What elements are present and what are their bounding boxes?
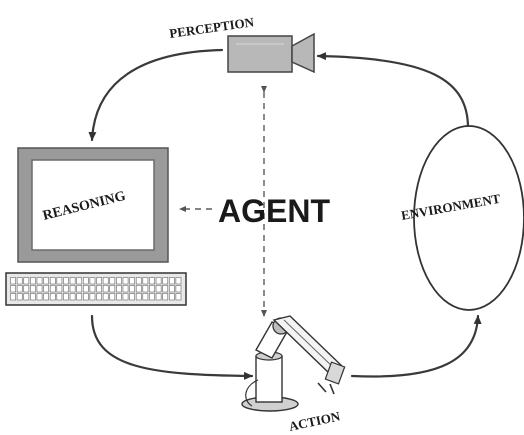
keyboard-key <box>135 277 142 285</box>
keyboard-key <box>49 277 56 285</box>
keyboard-key <box>102 277 109 285</box>
keyboard-key <box>135 285 142 293</box>
keyboard-key <box>69 293 76 301</box>
keyboard-key <box>69 277 76 285</box>
keyboard-key <box>56 285 63 293</box>
keyboard-key <box>49 293 56 301</box>
keyboard-key <box>82 277 89 285</box>
keyboard-key <box>116 277 122 285</box>
keyboard-key <box>102 293 109 301</box>
keyboard-key <box>56 277 63 285</box>
keyboard-key <box>43 293 49 301</box>
keyboard-key <box>82 293 89 301</box>
keyboard-key <box>89 285 96 293</box>
keyboard-key <box>23 277 30 285</box>
environment-to-perception-arrow <box>316 52 470 130</box>
keyboard-key <box>129 277 135 285</box>
keyboard-key <box>162 285 169 293</box>
computer-monitor-icon <box>17 147 169 263</box>
keyboard-key <box>109 285 116 293</box>
keyboard-key <box>10 293 16 301</box>
keyboard-key <box>96 293 102 301</box>
keyboard-key <box>168 285 175 293</box>
reasoning-to-action-arrow <box>90 314 254 380</box>
keyboard-key <box>129 293 135 301</box>
action-label: ACTION <box>288 408 343 434</box>
keyboard-key <box>116 293 122 301</box>
keyboard-key <box>69 285 76 293</box>
agent-label: AGENT <box>218 193 330 229</box>
keyboard-key <box>30 285 36 293</box>
keyboard-key <box>162 277 169 285</box>
keyboard-key <box>122 293 129 301</box>
keyboard-key <box>149 277 155 285</box>
keyboard-key <box>122 277 129 285</box>
keyboard-key <box>175 277 182 285</box>
keyboard-key <box>49 285 56 293</box>
keyboard-key <box>43 285 49 293</box>
action-to-environment-arrow <box>350 314 482 378</box>
keyboard-key <box>30 293 36 301</box>
robot-arm-icon <box>241 315 346 412</box>
keyboard-key <box>142 285 149 293</box>
video-camera-icon <box>227 32 315 74</box>
keyboard-key <box>142 277 149 285</box>
keyboard-key <box>36 277 43 285</box>
keyboard-key <box>162 293 169 301</box>
perception-to-reasoning-arrow <box>88 48 224 142</box>
keyboard-key <box>76 277 83 285</box>
keyboard-key <box>43 277 49 285</box>
keyboard-key <box>135 293 142 301</box>
keyboard-icon <box>5 272 187 306</box>
keyboard-key <box>89 277 96 285</box>
keyboard-key <box>116 285 122 293</box>
keyboard-key <box>168 293 175 301</box>
keyboard-key <box>96 285 102 293</box>
keyboard-key <box>10 285 16 293</box>
keyboard-key <box>30 277 36 285</box>
keyboard-key <box>63 293 69 301</box>
keyboard-key <box>82 285 89 293</box>
keyboard-key <box>175 293 182 301</box>
keyboard-key <box>63 285 69 293</box>
keyboard-key <box>122 285 129 293</box>
keyboard-key <box>56 293 63 301</box>
keyboard-key <box>63 277 69 285</box>
environment-ellipse <box>413 125 524 311</box>
keyboard-key <box>142 293 149 301</box>
keyboard-key <box>102 285 109 293</box>
keyboard-key <box>109 293 116 301</box>
keyboard-key <box>76 285 83 293</box>
keyboard-key <box>168 277 175 285</box>
keyboard-key <box>175 285 182 293</box>
keyboard-key <box>16 277 23 285</box>
keyboard-key <box>96 277 102 285</box>
keyboard-key <box>155 285 162 293</box>
keyboard-key <box>89 293 96 301</box>
keyboard-key <box>36 293 43 301</box>
keyboard-key <box>109 277 116 285</box>
keyboard-key <box>23 285 30 293</box>
keyboard-key <box>149 285 155 293</box>
keyboard-key <box>16 293 23 301</box>
keyboard-key <box>76 293 83 301</box>
keyboard-key <box>36 285 43 293</box>
keyboard-key <box>155 277 162 285</box>
keyboard-key <box>23 293 30 301</box>
keyboard-key <box>10 277 16 285</box>
keyboard-key <box>149 293 155 301</box>
keyboard-key <box>155 293 162 301</box>
keyboard-key <box>129 285 135 293</box>
keyboard-key <box>16 285 23 293</box>
